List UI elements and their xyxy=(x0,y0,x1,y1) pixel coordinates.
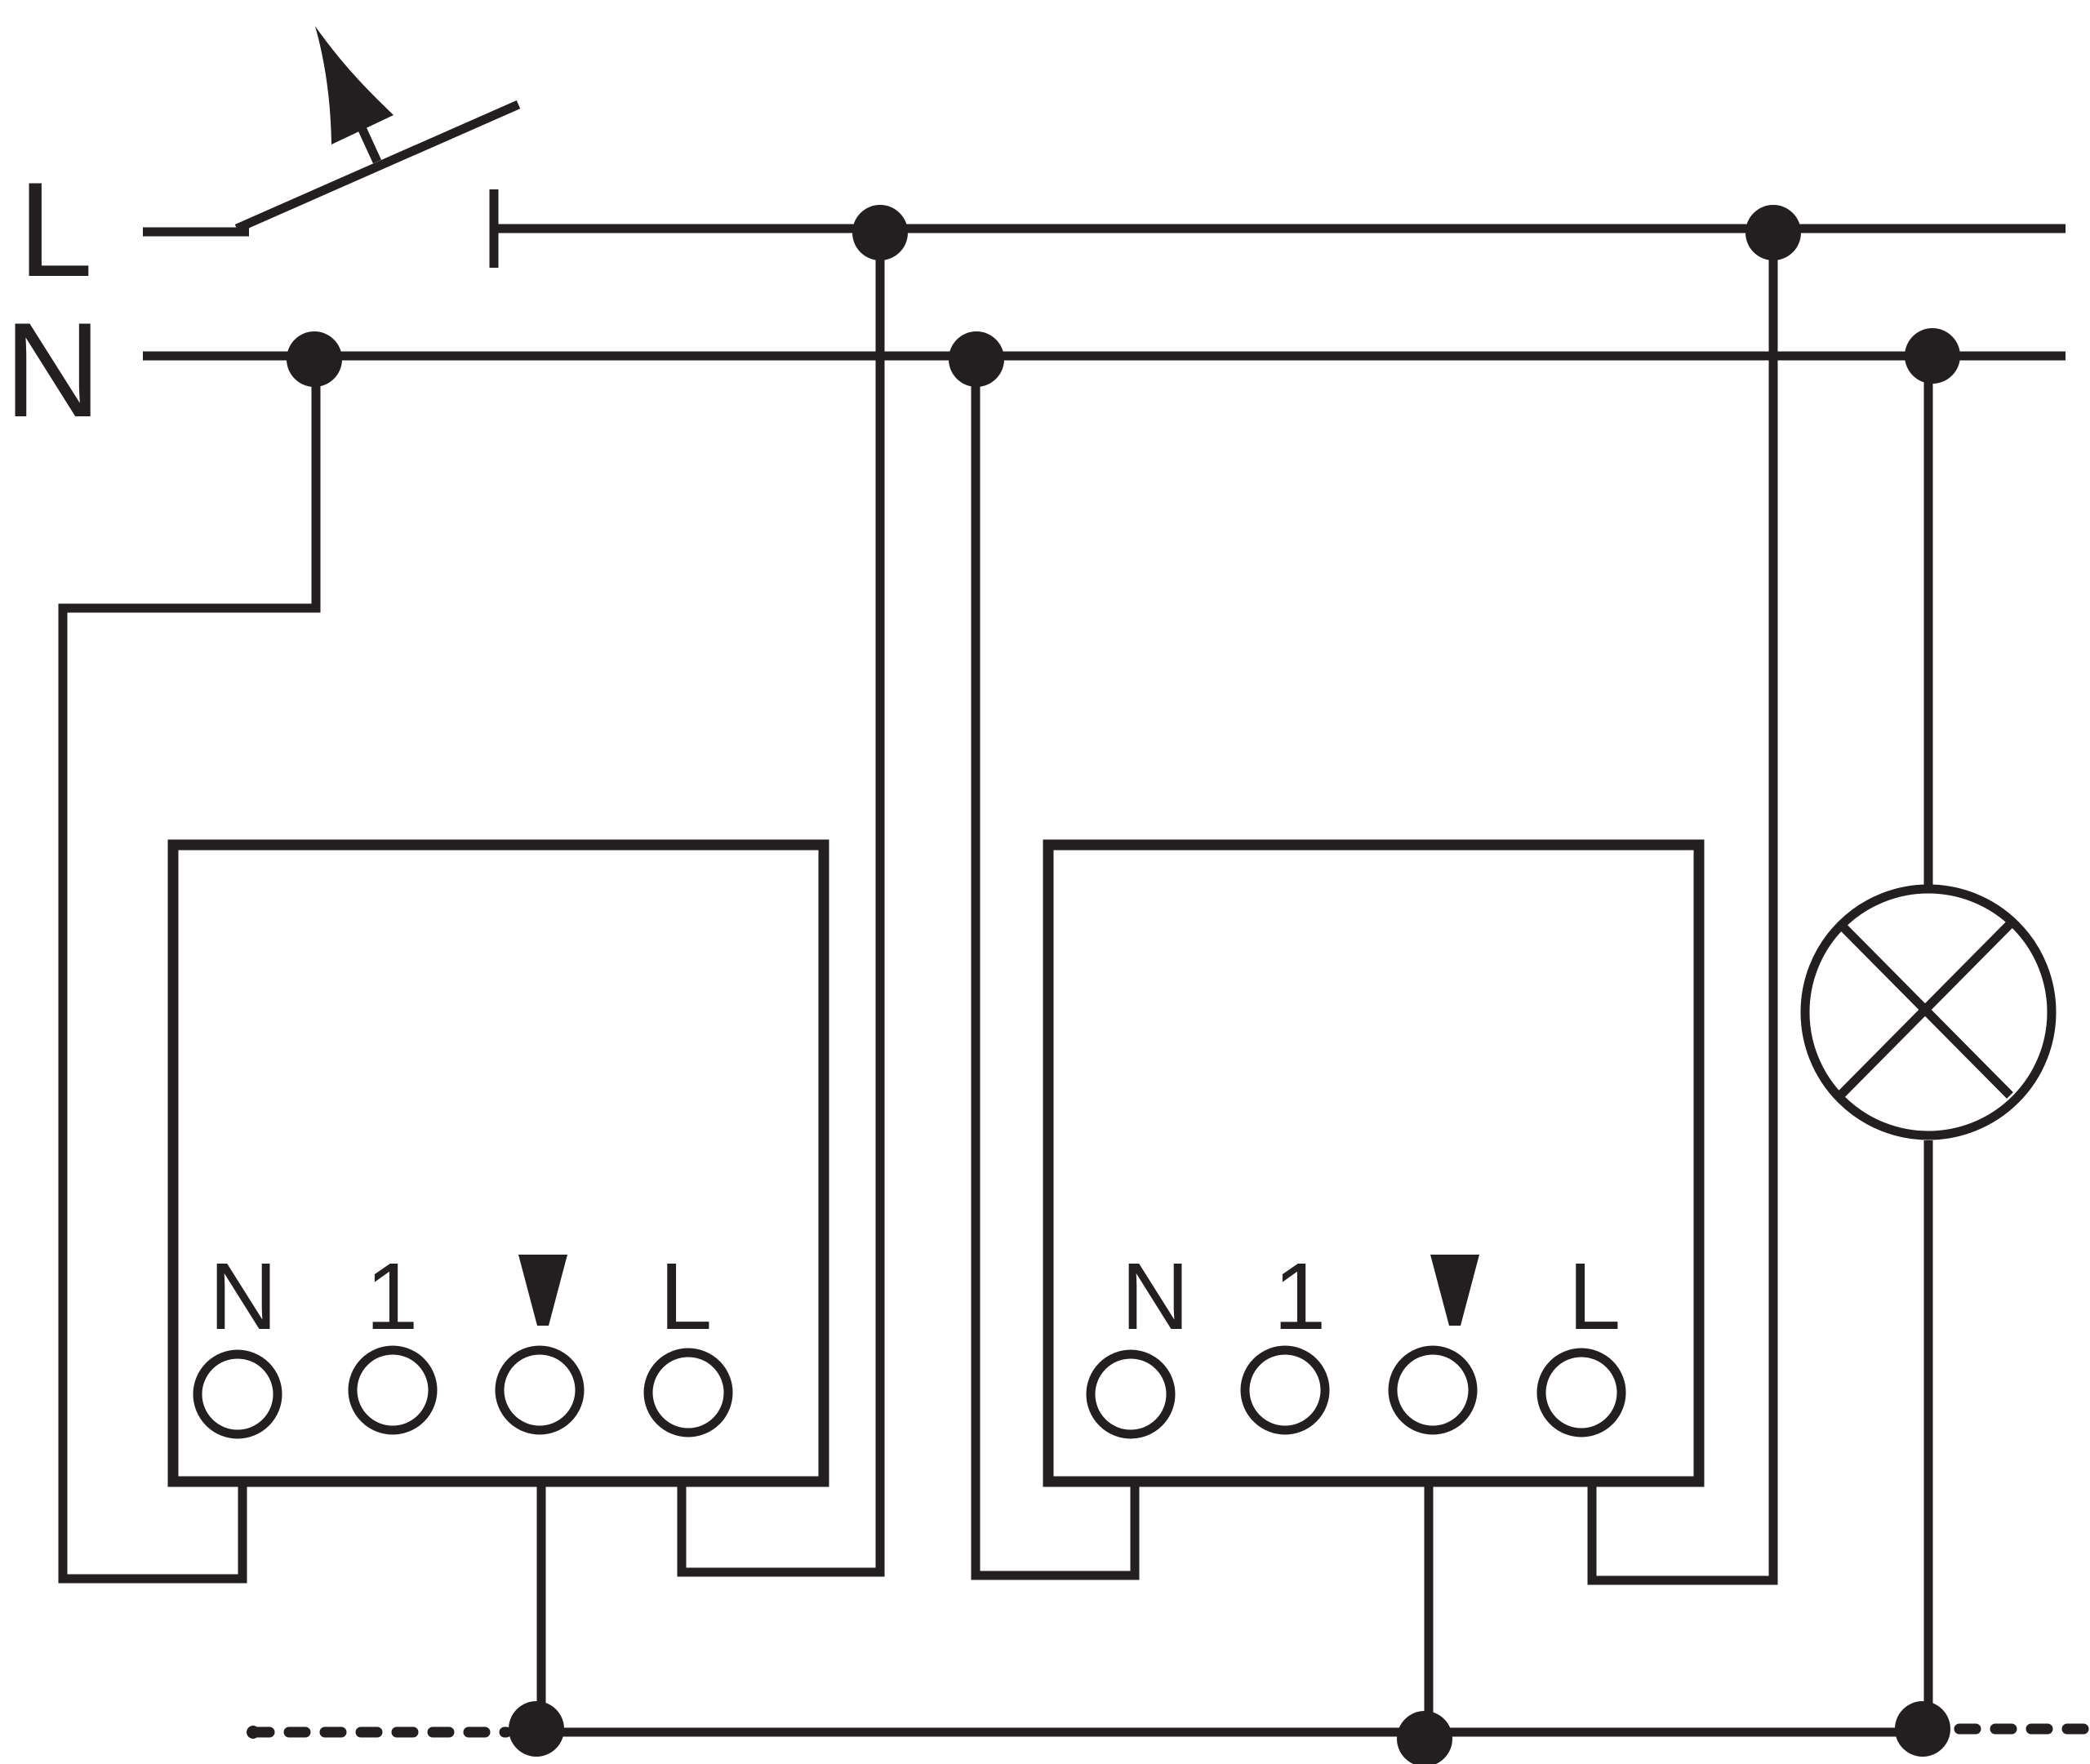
junction-dot xyxy=(1895,1701,1950,1757)
device-2-terminal-label-n: N xyxy=(1121,1243,1190,1349)
junction-dot xyxy=(509,1701,564,1757)
device-1: N 1 L xyxy=(167,839,829,1487)
n-line-label: N xyxy=(4,295,101,445)
device-1-terminal-label-1: 1 xyxy=(366,1243,419,1349)
down-triangle-icon xyxy=(518,1255,567,1326)
device-2-terminal-push xyxy=(1388,1345,1478,1435)
device-1-terminal-l xyxy=(643,1348,733,1437)
device-1-terminal-label-l: L xyxy=(660,1243,713,1349)
dashed-end-dot xyxy=(247,1726,260,1739)
device-1-housing xyxy=(167,839,829,1487)
device-2-housing xyxy=(1043,839,1705,1487)
down-triangle-icon xyxy=(1430,1255,1479,1326)
device-1-terminal-n xyxy=(193,1349,282,1439)
junction-dot xyxy=(1397,1711,1452,1764)
device-2-terminal-l xyxy=(1536,1348,1626,1437)
device-1-terminal-push xyxy=(495,1345,585,1435)
device-1-terminal-label-n: N xyxy=(209,1243,278,1349)
lamp-icon xyxy=(1800,884,2057,1140)
wire-l-device2 xyxy=(1587,233,1778,1585)
device-2-terminal-label-1: 1 xyxy=(1274,1243,1327,1349)
main-switch-icon xyxy=(143,26,521,268)
device-2-terminal-n xyxy=(1086,1349,1176,1439)
device-1-terminal-1 xyxy=(348,1345,438,1435)
device-2: N 1 L xyxy=(1043,839,1705,1487)
wire-n-device2 xyxy=(971,359,1140,1580)
wire-l-device1 xyxy=(677,233,885,1577)
l-line-label: L xyxy=(18,154,93,304)
device-2-terminal-1 xyxy=(1240,1345,1330,1435)
wire-n-device1 xyxy=(58,359,321,1584)
device-2-terminal-label-l: L xyxy=(1568,1243,1621,1349)
